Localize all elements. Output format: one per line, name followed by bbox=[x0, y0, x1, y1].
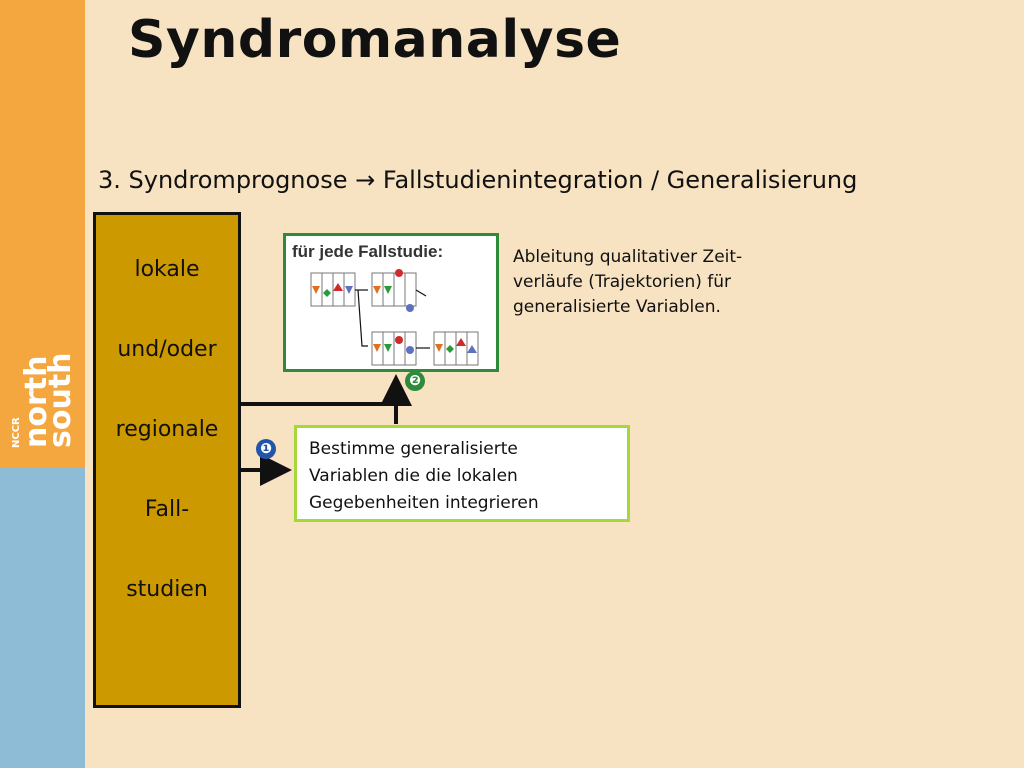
step-2-badge: ❷ bbox=[405, 371, 425, 391]
step-2-description: Ableitung qualitativer Zeit- verläufe (T… bbox=[513, 245, 833, 320]
per-case-study-box: für jede Fallstudie: bbox=[283, 233, 499, 372]
case-word-studien: studien bbox=[126, 577, 208, 602]
case-word-und-oder: und/oder bbox=[117, 337, 217, 362]
step-1-text-line: Bestimme generalisierte bbox=[309, 439, 518, 459]
logo-nccr-text: NCCR bbox=[12, 417, 22, 448]
side-band-orange bbox=[0, 0, 85, 468]
step-1-text-line: Variablen die die lokalen bbox=[309, 466, 518, 486]
case-word-regionale: regionale bbox=[115, 417, 219, 442]
trajectory-sketch bbox=[310, 269, 479, 366]
nccr-north-south-logo: north south NCCR bbox=[12, 352, 76, 448]
side-band-blue bbox=[0, 468, 85, 768]
step-1-text: Bestimme generalisierte Variablen die di… bbox=[309, 436, 539, 517]
step-2-description-line: verläufe (Trajektorien) für bbox=[513, 272, 732, 292]
logo-south-text: south bbox=[43, 352, 76, 448]
case-studies-box: lokale und/oder regionale Fall- studien bbox=[93, 212, 241, 708]
per-case-study-label: für jede Fallstudie: bbox=[292, 242, 444, 261]
case-word-fall: Fall- bbox=[144, 497, 190, 522]
step-1-badge: ❶ bbox=[256, 439, 276, 459]
slide-title: Syndromanalyse bbox=[128, 10, 622, 70]
step-1-box: Bestimme generalisierte Variablen die di… bbox=[294, 425, 630, 522]
slide-subtitle: 3. Syndromprognose → Fallstudienintegrat… bbox=[98, 166, 858, 194]
step-2-description-line: Ableitung qualitativer Zeit- bbox=[513, 247, 743, 267]
logo-north-text: north bbox=[19, 356, 54, 448]
step-2-description-line: generalisierte Variablen. bbox=[513, 297, 721, 317]
case-word-lokale: lokale bbox=[134, 257, 200, 282]
step-1-text-line: Gegebenheiten integrieren bbox=[309, 493, 539, 513]
